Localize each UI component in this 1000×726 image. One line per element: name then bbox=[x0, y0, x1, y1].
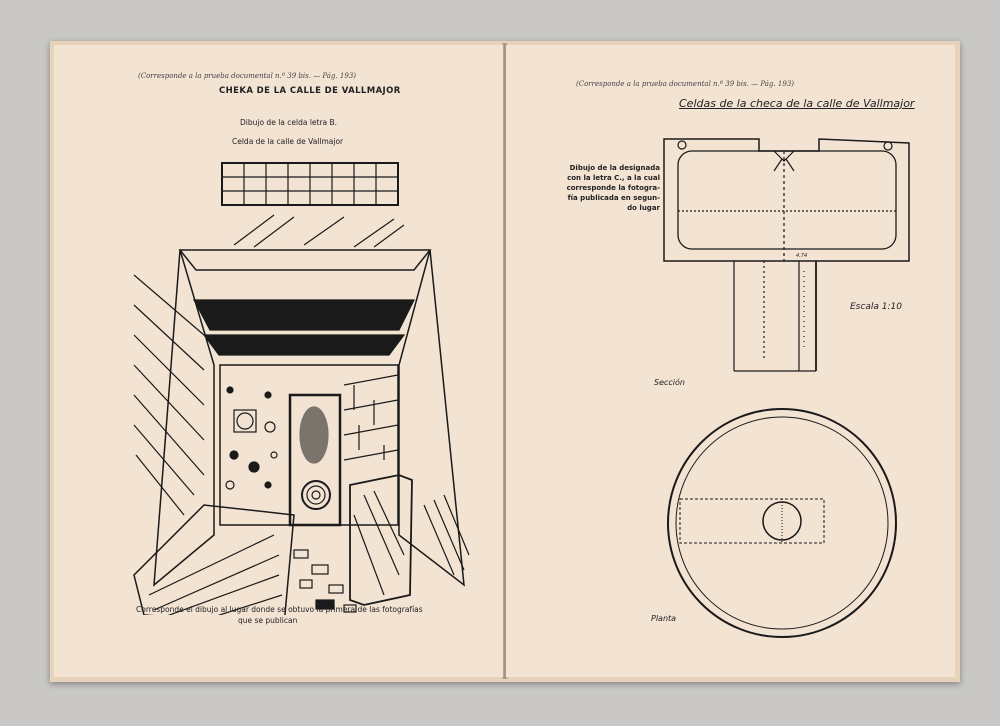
left-page: (Corresponde a la prueba documental n.º … bbox=[54, 45, 503, 677]
left-page-title: CHEKA DE LA CALLE DE VALLMAJOR bbox=[219, 86, 401, 96]
drawing-description: Dibujo de la designada con la letra C., … bbox=[540, 163, 660, 213]
handwritten-title: Celdas de la checa de la calle de Vallma… bbox=[679, 97, 915, 110]
open-book: (Corresponde a la prueba documental n.º … bbox=[50, 41, 960, 682]
description-line-3: corresponde la fotogra- bbox=[566, 184, 660, 192]
description-line-2: con la letra C., a la cual bbox=[567, 174, 660, 182]
book-gutter bbox=[502, 43, 508, 679]
section-label: Sección bbox=[654, 378, 685, 387]
dimension-label: 4.74 bbox=[796, 253, 808, 259]
description-line-4: fía publicada en segun- bbox=[567, 194, 660, 202]
drawing-footer-line-2: que se publican bbox=[238, 616, 298, 625]
scale-label: Escala 1:10 bbox=[850, 302, 902, 312]
drawing-footer-line-1: Corresponde el dibujo al lugar donde se … bbox=[136, 605, 423, 614]
description-line-5: do lugar bbox=[627, 204, 660, 212]
cell-b-illustration bbox=[133, 162, 470, 615]
drawing-subtitle-1: Dibujo de la celda letra B. bbox=[240, 118, 338, 127]
section-drawing bbox=[663, 138, 910, 372]
drawing-subtitle-2: Celda de la calle de Vallmajor bbox=[232, 137, 344, 146]
right-page: (Corresponde a la prueba documental n.º … bbox=[506, 45, 955, 677]
left-reference-note: (Corresponde a la prueba documental n.º … bbox=[138, 72, 356, 80]
description-line-1: Dibujo de la designada bbox=[569, 164, 660, 172]
plan-label: Planta bbox=[651, 614, 677, 623]
right-reference-note: (Corresponde a la prueba documental n.º … bbox=[576, 80, 794, 88]
plan-drawing bbox=[667, 408, 897, 638]
